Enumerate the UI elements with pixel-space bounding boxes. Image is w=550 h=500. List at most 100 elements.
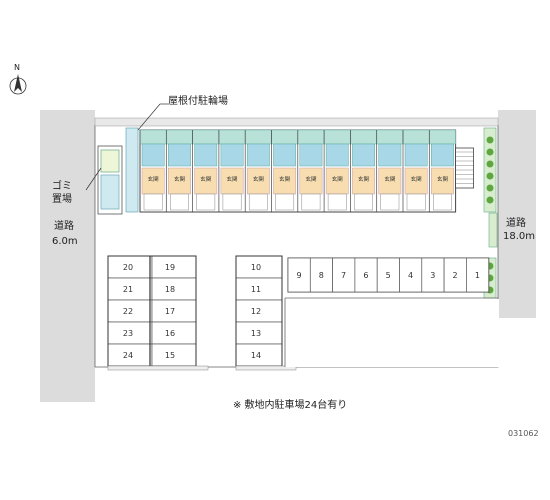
unit-balcony [244, 129, 272, 145]
parking-slot-number: 4 [407, 271, 414, 280]
trash-label-1: ゴミ [52, 181, 72, 192]
north-label: N [14, 63, 20, 72]
unit-wet-area [352, 143, 375, 167]
unit-entry [275, 193, 295, 211]
entrance-greenery [488, 212, 498, 248]
unit-wet-area [141, 143, 165, 167]
unit-door-label: 玄関 [305, 175, 317, 183]
unit-wet-area [194, 143, 218, 167]
shrub [486, 196, 494, 204]
unit-wet-area [325, 143, 349, 167]
parking-slot [466, 257, 490, 293]
unit-balcony [297, 129, 325, 145]
parking-slot-number: 2 [452, 271, 458, 280]
unit-balcony [139, 129, 167, 145]
unit-wet-area [431, 143, 454, 167]
road-left-label: 道路 [54, 221, 74, 232]
parking-slot-number: 8 [318, 271, 324, 280]
parking-slot-number: 14 [250, 351, 262, 360]
parking-slot-number: 13 [250, 329, 262, 338]
site-top-edge [94, 117, 499, 127]
parking-slot-number: 11 [250, 285, 262, 294]
site-mask [285, 299, 499, 367]
greenery-strip [483, 127, 497, 213]
unit-door-label: 玄関 [174, 175, 186, 183]
trash-box-2 [100, 174, 120, 210]
trash-leader [85, 167, 102, 191]
unit-wet-area [168, 143, 191, 167]
unit-door-label: 玄関 [411, 175, 423, 183]
parking-slot-number: 9 [296, 271, 302, 280]
road-left-width: 6.0m [52, 236, 78, 247]
footnote: ※ 敷地内駐車場24台有り [233, 400, 348, 411]
unit-door-label: 玄関 [279, 175, 291, 183]
unit-balcony [166, 129, 193, 145]
parking-slot-number: 19 [164, 263, 176, 272]
parking-slot-number: 16 [164, 329, 176, 338]
shrub [486, 136, 494, 144]
unit-balcony [192, 129, 220, 145]
trash-box-1 [100, 149, 120, 173]
shrub [486, 160, 494, 168]
road-left [40, 110, 95, 402]
unit-balcony [218, 129, 246, 145]
parking-slot-number: 24 [122, 351, 134, 360]
curb [235, 365, 297, 371]
unit-door-label: 玄関 [227, 175, 239, 183]
shrub [486, 148, 494, 156]
unit-balcony [429, 129, 456, 145]
unit-balcony [271, 129, 299, 145]
unit-door-label: 玄関 [384, 175, 396, 183]
road-right-label: 道路 [506, 218, 526, 229]
road-right-width: 18.0m [503, 231, 536, 242]
unit-wet-area [299, 143, 323, 167]
bicycle-roof-label: 屋根付駐輪場 [168, 96, 228, 107]
parking-slot-number: 3 [430, 271, 436, 280]
shrub [486, 172, 494, 180]
parking-slot-number: 12 [250, 307, 262, 316]
parking-slot-number: 10 [250, 263, 262, 272]
unit-balcony [402, 129, 430, 145]
unit-wet-area [273, 143, 297, 167]
drawing-code: 031062 [508, 429, 539, 438]
unit-door-label: 玄関 [332, 175, 344, 183]
parking-slot-number: 17 [164, 307, 176, 316]
unit-wet-area [404, 143, 428, 167]
unit-door-label: 玄関 [148, 175, 160, 183]
unit-entry [248, 193, 268, 211]
parking-slot-number: 7 [341, 271, 347, 280]
road-right [498, 110, 536, 318]
parking-slot-number: 18 [164, 285, 176, 294]
unit-entry [406, 193, 426, 211]
parking-slot-number: 15 [164, 351, 176, 360]
curb [107, 365, 209, 371]
unit-wet-area [378, 143, 402, 167]
parking-slot-number: 23 [122, 329, 134, 338]
unit-entry [301, 193, 321, 211]
unit-wet-area [246, 143, 270, 167]
trash-label-2: 置場 [52, 194, 72, 205]
unit-entry [222, 193, 242, 211]
unit-entry [433, 193, 452, 211]
parking-slot-number: 5 [385, 271, 391, 280]
unit-entry [354, 193, 373, 211]
parking-slot-number: 6 [363, 271, 369, 280]
parking-slot-number: 20 [122, 263, 134, 272]
parking-slot-number: 1 [474, 271, 480, 280]
unit-entry [380, 193, 400, 211]
unit-entry [196, 193, 216, 211]
bicycle-leader [137, 103, 161, 131]
parking-slot-number: 21 [122, 285, 134, 294]
unit-door-label: 玄関 [253, 175, 265, 183]
unit-door-label: 玄関 [437, 175, 449, 183]
unit-balcony [350, 129, 377, 145]
unit-balcony [323, 129, 351, 145]
unit-entry [327, 193, 347, 211]
unit-wet-area [220, 143, 244, 167]
unit-balcony [376, 129, 404, 145]
staircase [455, 147, 475, 189]
unit-door-label: 玄関 [358, 175, 370, 183]
unit-entry [143, 193, 163, 211]
unit-door-label: 玄関 [200, 175, 212, 183]
